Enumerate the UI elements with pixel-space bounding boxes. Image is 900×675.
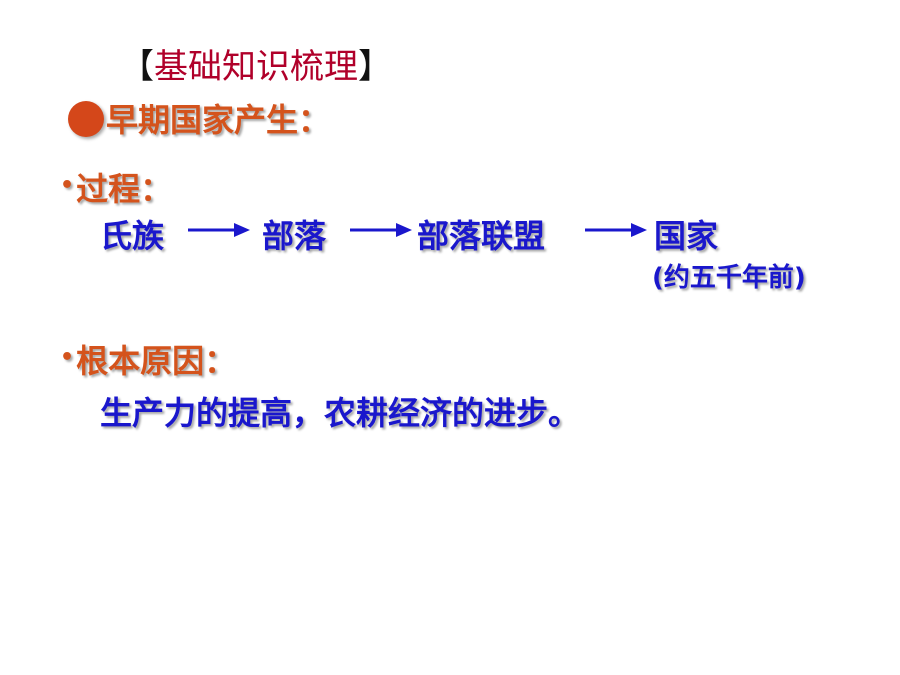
- title-bracket-right: 】: [358, 47, 392, 87]
- section-heading-text: 早期国家产生：: [106, 101, 331, 139]
- arrow-right-icon: [350, 223, 412, 237]
- process-label: •过程：: [60, 163, 172, 212]
- process-label-text: 过程：: [76, 170, 173, 208]
- stage-tribe: 部落: [262, 217, 327, 255]
- arrow-right-icon: [585, 223, 647, 237]
- cause-label-text: 根本原因：: [76, 342, 237, 380]
- bullet-icon: •: [60, 345, 75, 370]
- stage-note: (约五千年前): [652, 263, 806, 293]
- cause-text: 生产力的提高，农耕经济的进步。: [100, 394, 581, 432]
- section-heading: 早期国家产生：: [68, 97, 330, 143]
- bullet-icon: •: [60, 173, 75, 198]
- cause-label: •根本原因：: [60, 335, 236, 384]
- stage-clan: 氏族: [100, 217, 165, 255]
- stage-tribal-alliance: 部落联盟: [417, 217, 546, 255]
- title-bracket-left: 【: [120, 47, 154, 87]
- title-text: 基础知识梳理: [154, 47, 358, 87]
- stage-state: 国家: [654, 217, 719, 255]
- arrow-right-icon: [188, 223, 250, 237]
- filled-circle-icon: [68, 101, 104, 137]
- slide-title: 【基础知识梳理】: [120, 42, 392, 92]
